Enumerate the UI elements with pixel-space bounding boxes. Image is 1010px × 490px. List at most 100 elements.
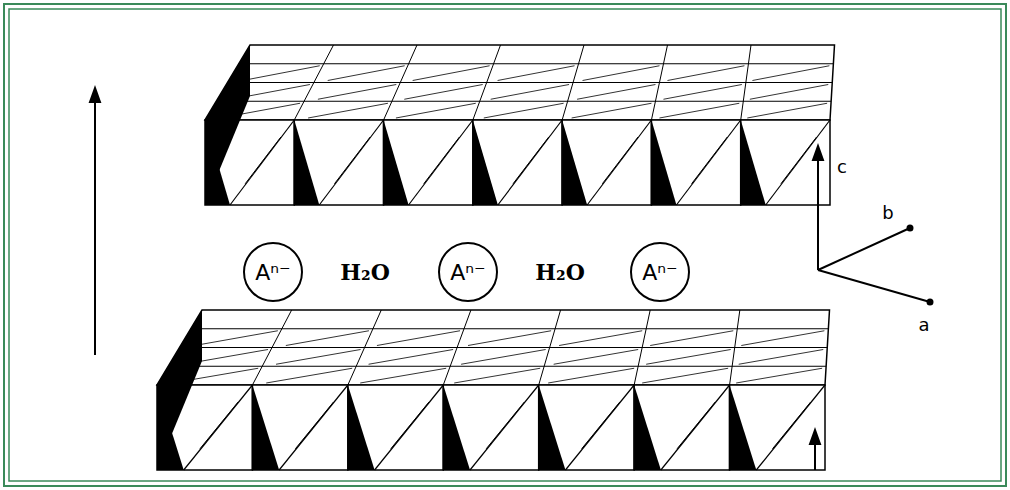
outer-frame xyxy=(4,4,1006,486)
octahedron-edge xyxy=(200,402,238,449)
octahedron-edge xyxy=(468,331,551,346)
octahedron-face xyxy=(634,385,729,470)
octahedron-edge xyxy=(498,66,575,81)
axis-label: b xyxy=(882,202,893,223)
octahedron-edge xyxy=(195,331,278,346)
grid-line xyxy=(239,63,834,64)
axis-label: c xyxy=(837,156,847,177)
octahedron-edge xyxy=(650,331,733,346)
octahedron-shadow xyxy=(634,385,661,470)
water-label: H₂O xyxy=(340,259,390,285)
octahedron-shadow xyxy=(473,120,498,205)
octahedron-edge xyxy=(559,331,642,346)
octahedron-edge xyxy=(773,402,811,449)
inner-frame xyxy=(9,9,1001,481)
layer-side xyxy=(205,45,250,205)
octahedron-face xyxy=(539,385,634,470)
anion-circle: Aⁿ⁻ xyxy=(243,242,303,302)
octahedron-edge xyxy=(484,103,564,118)
octahedral-layers xyxy=(157,45,835,470)
octahedron-edge xyxy=(602,137,638,184)
octahedron-edge xyxy=(396,103,476,118)
octahedron-edge xyxy=(276,350,361,365)
anion-label: Aⁿ⁻ xyxy=(450,260,485,285)
octahedron-edge xyxy=(583,66,660,81)
octahedron-face xyxy=(730,385,825,470)
octahedron-edge xyxy=(554,350,639,365)
octahedron-face xyxy=(651,120,740,205)
octahedron-edge xyxy=(572,103,652,118)
octahedron-face xyxy=(348,385,443,470)
octahedron-edge xyxy=(424,137,460,184)
octahedron-edge xyxy=(413,66,490,81)
octahedron-edge xyxy=(470,385,539,470)
layer-side xyxy=(157,310,202,470)
octahedron-edge xyxy=(548,368,634,383)
octahedron-shadow xyxy=(443,385,470,470)
octahedron-edge xyxy=(677,402,715,449)
octahedron-edge xyxy=(377,331,460,346)
octahedron-edge xyxy=(245,137,281,184)
octahedron-edge xyxy=(409,120,473,205)
octahedron-edge xyxy=(230,120,294,205)
octahedron-shadow xyxy=(384,120,409,205)
octahedron-edge xyxy=(279,385,348,470)
octahedron-edge xyxy=(577,85,655,100)
octahedron-edge xyxy=(461,350,546,365)
octahedron-edge xyxy=(741,331,824,346)
octahedron-shadow xyxy=(294,120,319,205)
octahedron-shadow xyxy=(730,385,757,470)
grid-line xyxy=(216,101,831,102)
octahedron-edge xyxy=(659,103,739,118)
octahedron-edge xyxy=(319,120,383,205)
octahedron-edge xyxy=(736,368,822,383)
octahedron-edge xyxy=(486,402,524,449)
octahedron-face xyxy=(384,120,473,205)
octahedron-edge xyxy=(375,385,444,470)
anion-circle: Aⁿ⁻ xyxy=(630,242,690,302)
octahedron-edge xyxy=(750,85,828,100)
octahedron-edge xyxy=(266,368,352,383)
octahedron-edge xyxy=(491,85,569,100)
axes-and-arrows xyxy=(90,88,933,470)
octahedron-edge xyxy=(582,402,620,449)
layer-top xyxy=(157,310,830,385)
octahedron-edge xyxy=(334,137,370,184)
anion-label: Aⁿ⁻ xyxy=(255,260,290,285)
octahedron-edge xyxy=(661,385,730,470)
octahedron-edge xyxy=(184,385,253,470)
octahedron-shadow xyxy=(562,120,587,205)
octahedron-edge xyxy=(360,368,446,383)
octahedron-edge xyxy=(747,103,827,118)
octahedron-edge xyxy=(454,368,540,383)
octahedron-edge xyxy=(565,385,634,470)
octahedron-face xyxy=(741,120,830,205)
octahedron-face xyxy=(473,120,562,205)
layer-top xyxy=(205,45,835,120)
grid-line xyxy=(180,347,828,348)
octahedron-edge xyxy=(308,103,388,118)
grid-line xyxy=(168,366,826,367)
octahedron-edge xyxy=(328,66,405,81)
octahedron-shadow xyxy=(651,120,676,205)
octahedron-edge xyxy=(781,137,817,184)
octahedron-face xyxy=(294,120,383,205)
octahedron-edge xyxy=(318,85,396,100)
grid-line xyxy=(228,82,833,83)
anion-circle: Aⁿ⁻ xyxy=(438,242,498,302)
octahedron-edge xyxy=(513,137,549,184)
octahedron-edge xyxy=(642,368,728,383)
octahedron-face xyxy=(252,385,347,470)
octahedron-edge xyxy=(286,331,369,346)
octahedron-edge xyxy=(663,85,741,100)
octahedron-edge xyxy=(766,120,830,205)
octahedron-edge xyxy=(498,120,562,205)
octahedron-edge xyxy=(756,385,825,470)
octahedron-edge xyxy=(676,120,740,205)
octahedron-face xyxy=(443,385,538,470)
octahedron-shadow xyxy=(252,385,279,470)
octahedron-edge xyxy=(692,137,728,184)
octahedron-edge xyxy=(739,350,824,365)
